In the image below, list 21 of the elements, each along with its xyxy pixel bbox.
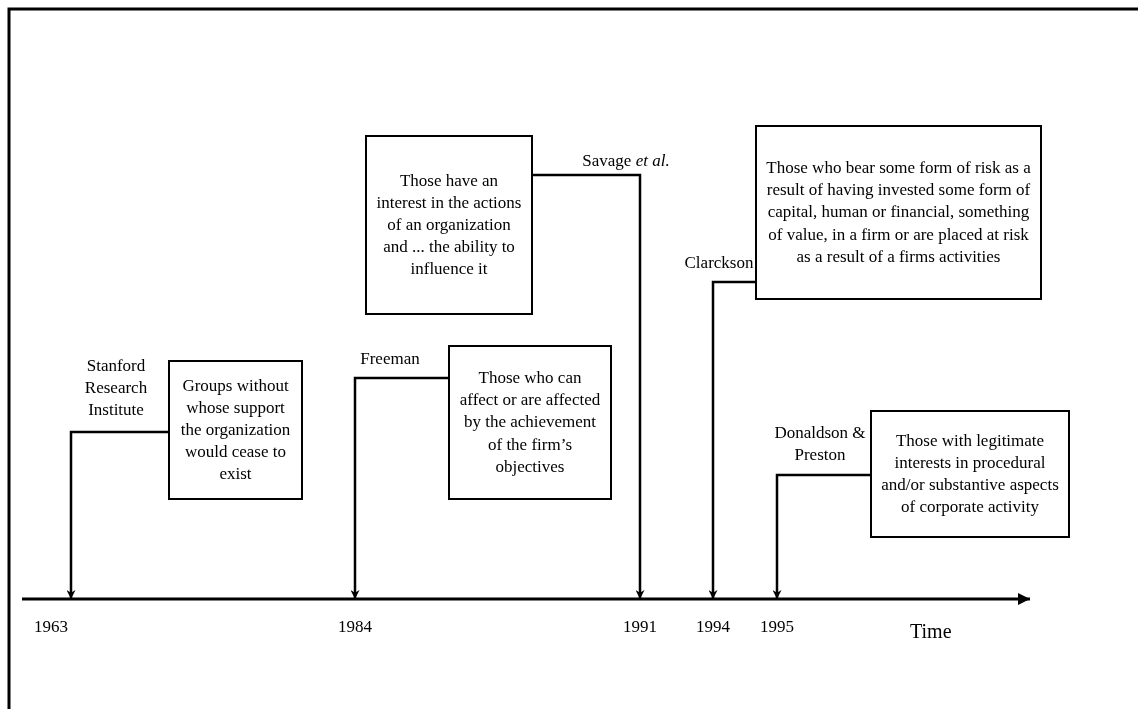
arrow bbox=[350, 376, 448, 599]
arrow bbox=[66, 430, 168, 599]
definition-box: Those who bear some form of risk as a result of having invested some form of capital, human or financial, something of value, in a firm or are placed at risk as a result of a firms activities bbox=[755, 125, 1042, 300]
year-label: 1995 bbox=[752, 599, 802, 637]
author-label: Donaldson & Preston bbox=[773, 422, 867, 467]
arrow bbox=[772, 473, 870, 599]
year-label: 1994 bbox=[688, 599, 738, 637]
author-label: Freeman bbox=[359, 348, 421, 370]
year-label: 1991 bbox=[615, 599, 665, 637]
definition-box: Groups without whose support the organization would cease to exist bbox=[168, 360, 303, 500]
author-label: Savage et al. bbox=[581, 150, 671, 172]
author-label: Clarckson bbox=[684, 252, 754, 274]
year-label: 1963 bbox=[26, 599, 76, 637]
axis-label: Time bbox=[910, 620, 952, 643]
definition-box: Those with legitimate interests in procedural and/or substantive aspects of corporate activity bbox=[870, 410, 1070, 538]
author-label: Stanford Research Institute bbox=[83, 355, 149, 422]
arrow bbox=[708, 280, 755, 599]
year-label: 1984 bbox=[330, 599, 380, 637]
definition-box: Those have an interest in the actions of an organization and ... the ability to influence it bbox=[365, 135, 533, 315]
arrow bbox=[533, 173, 645, 599]
definition-box: Those who can affect or are affected by the achievement of the firm’s objectives bbox=[448, 345, 612, 500]
